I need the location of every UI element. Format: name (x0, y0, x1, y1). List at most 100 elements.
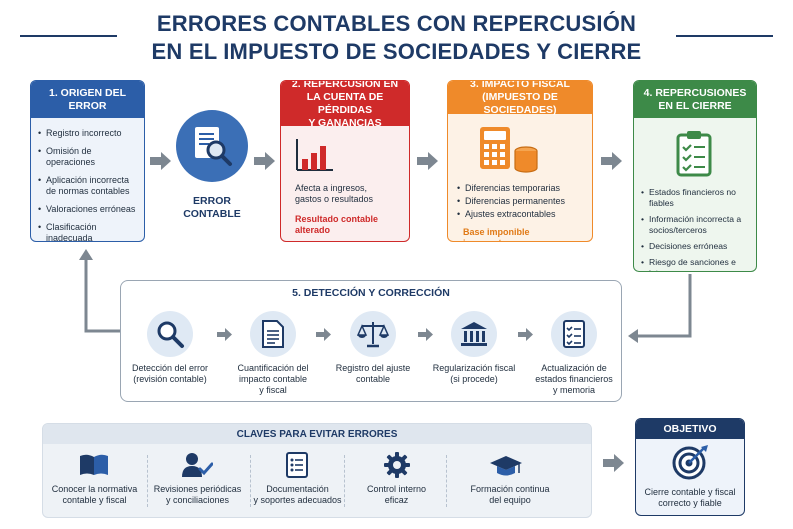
keys-header: CLAVES PARA EVITAR ERRORES (236, 429, 398, 440)
list-item: Decisiones erróneas (640, 241, 756, 252)
fiscal-list: Diferencias temporarias Diferencias perm… (456, 183, 591, 222)
pyg-text-2: gastos o resultados (295, 194, 374, 204)
key-item-5: Formación continua del equipo (455, 452, 565, 506)
arrow-right-icon (518, 328, 533, 341)
fiscal-result-1: Base imponible (463, 227, 530, 237)
document-list-icon (286, 452, 308, 478)
arrow-right-icon (217, 328, 232, 341)
step-2-label-2: impacto contable (238, 374, 308, 384)
box-pyg-header: 2. REPERCUSIÓN EN LA CUENTA DE PÉRDIDAS … (281, 80, 409, 129)
list-item: Omisión de operaciones (37, 146, 139, 168)
key-item-1: Conocer la normativa contable y fiscal (43, 452, 146, 506)
step-2-label-1: Cuantificación del (237, 363, 309, 373)
step-1-label-1: Detección del error (131, 363, 209, 373)
list-item: Estados financieros no fiables (640, 187, 756, 209)
error-circle (176, 110, 248, 182)
magnifier-icon (157, 321, 184, 348)
step-circle-4 (451, 311, 497, 357)
error-label-1: ERROR (193, 195, 231, 207)
step-2-label-3: y fiscal (259, 385, 287, 395)
arrow-right-icon (601, 152, 622, 170)
bar-chart-icon (296, 139, 333, 171)
step-5-label-3: y memoria (552, 385, 595, 395)
box-pyg-header-line3: Y GANANCIAS (308, 116, 382, 129)
key-divider (446, 455, 447, 507)
key-4-label-1: Control interno (366, 484, 427, 494)
document-icon (262, 320, 284, 348)
objective-text-1: Cierre contable y fiscal (644, 487, 736, 497)
title-line-2: EN EL IMPUESTO DE SOCIEDADES Y CIERRE (151, 39, 642, 64)
key-divider (147, 455, 148, 507)
document-search-icon (195, 127, 232, 166)
graduation-cap-icon (490, 456, 522, 476)
step-3-label-1: Registro del ajuste (335, 363, 411, 373)
step-5-label-2: estados financieros (535, 374, 613, 384)
step-3-label-2: contable (355, 374, 391, 384)
box-pyg-header-line2: LA CUENTA DE PÉRDIDAS (306, 90, 384, 116)
key-item-2: Revisiones periódicas y conciliaciones (146, 452, 249, 506)
user-check-icon (182, 453, 213, 477)
list-item: Clasificación inadecuada (37, 222, 139, 241)
key-divider (344, 455, 345, 507)
objective-box: OBJETIVO Cierre contable y fiscal correc… (635, 418, 745, 516)
list-item: Información incorrecta a socios/terceros (640, 214, 756, 236)
list-item: Aplicación incorrecta de normas contable… (37, 175, 139, 197)
objective-header: OBJETIVO (636, 419, 744, 439)
objective-text-2: correcto y fiable (658, 498, 722, 508)
key-2-label-2: y conciliaciones (165, 495, 230, 505)
title-rule-right (676, 35, 773, 37)
pyg-text-1: Afecta a ingresos, (295, 183, 368, 193)
checklist-icon (563, 320, 585, 348)
box-cierre: 4. REPERCUSIONES EN EL CIERRE Estados fi… (633, 80, 757, 272)
keys-header-bar (43, 424, 591, 444)
arrow-right-icon (603, 454, 624, 472)
key-3-label-2: y soportes adecuados (253, 495, 342, 505)
error-label-2: CONTABLE (183, 208, 241, 220)
step-4-label-2: (si procede) (450, 374, 498, 384)
cierre-list: Estados financieros no fiables Informaci… (640, 187, 756, 271)
list-item: Diferencias temporarias (456, 183, 591, 194)
step-circle-5 (551, 311, 597, 357)
list-item: Riesgo de sanciones e intereses (640, 257, 756, 271)
box-fiscal-header-line1: 3. IMPACTO FISCAL (470, 80, 570, 90)
pyg-result-1: Resultado contable (295, 214, 379, 224)
title-line-1: ERRORES CONTABLES CON REPERCUSIÓN (156, 11, 637, 36)
clipboard-checklist-icon (676, 131, 712, 177)
pyg-result-2: alterado (295, 225, 331, 235)
bank-icon (461, 322, 487, 346)
box-cierre-header-line1: 4. REPERCUSIONES (643, 86, 747, 99)
origin-list: Registro incorrecto Omisión de operacion… (31, 118, 144, 241)
key-divider (250, 455, 251, 507)
box-pyg-header-line1: 2. REPERCUSIÓN EN (291, 80, 399, 90)
arrow-right-icon (150, 152, 171, 170)
step-5-label-1: Actualización de (541, 363, 607, 373)
key-5-label-1: Formación continua (470, 484, 550, 494)
list-item: Registro incorrecto (37, 128, 139, 139)
list-item: Ajustes extracontables (456, 209, 591, 220)
list-item: Diferencias permanentes (456, 196, 591, 207)
fiscal-result-2: incorrecta (463, 238, 507, 241)
box-cierre-header: 4. REPERCUSIONES EN EL CIERRE (634, 81, 756, 118)
key-item-3: Documentación y soportes adecuados (246, 452, 349, 506)
key-item-4: Control interno eficaz (345, 452, 448, 506)
calculator-coins-icon (480, 127, 538, 173)
target-icon (672, 445, 708, 480)
list-item: Valoraciones erróneas (37, 204, 139, 215)
box-fiscal-header-line2: (IMPUESTO DE SOCIEDADES) (482, 91, 558, 116)
step-circle-2 (250, 311, 296, 357)
box-fiscal: 3. IMPACTO FISCAL (IMPUESTO DE SOCIEDADE… (447, 80, 593, 242)
arrow-right-icon (417, 152, 438, 170)
key-4-label-2: eficaz (384, 495, 409, 505)
key-1-label-2: contable y fiscal (62, 495, 127, 505)
step-circle-3 (350, 311, 396, 357)
key-3-label-1: Documentación (266, 484, 329, 494)
scales-icon (357, 322, 389, 348)
box-origin: 1. ORIGEN DEL ERROR Registro incorrecto … (30, 80, 145, 242)
arrow-right-icon (316, 328, 331, 341)
arrow-right-icon (418, 328, 433, 341)
step-circle-1 (147, 311, 193, 357)
key-1-label-1: Conocer la normativa (51, 484, 138, 494)
box-fiscal-header: 3. IMPACTO FISCAL (IMPUESTO DE SOCIEDADE… (448, 80, 592, 116)
box-origin-header: 1. ORIGEN DEL ERROR (31, 81, 144, 118)
